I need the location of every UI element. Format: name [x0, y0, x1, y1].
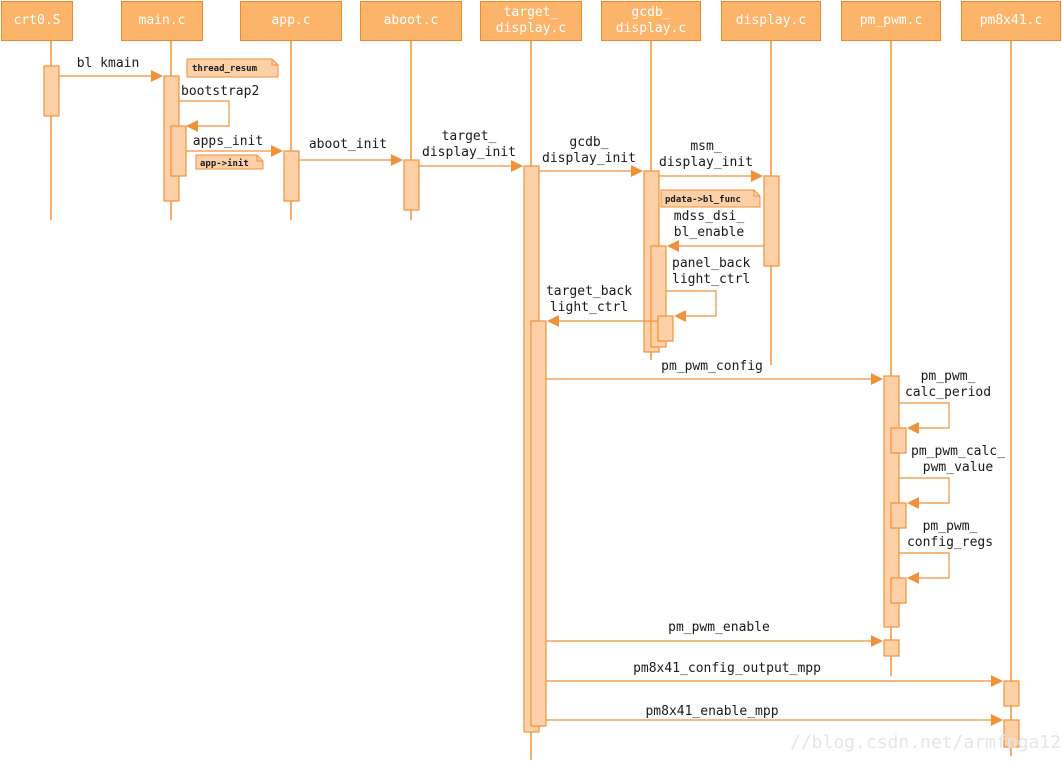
activation-aboot [403, 159, 420, 211]
activation-crt0 [43, 65, 60, 117]
label-pm-pwm-config-regs: pm_pwm_config_regs [907, 519, 993, 550]
activation-pm8x41-enable [1003, 719, 1020, 748]
arrow-pm-pwm-config-regs [899, 552, 950, 584]
lifeline-pm8x41-header: pm8x41.c [961, 1, 1061, 41]
note-thread-resume: thread_resum [186, 58, 279, 78]
arrow-pm-pwm-calc-pwm-value [899, 477, 950, 509]
activation-pm-pwm-calc-period [890, 427, 907, 454]
note-pdata-bl-func: pdata->bl_func [660, 189, 761, 208]
activation-pm-pwm-calc-value [890, 502, 907, 529]
note-app-init-text: app->init [200, 158, 249, 169]
label-pm8x41-enable-mpp: pm8x41_enable_mpp [645, 704, 778, 719]
lifeline-crt0-header: crt0.S [1, 1, 73, 41]
note-pdata-bl-func-text: pdata->bl_func [665, 195, 741, 205]
label-bl-kmain: bl kmain [77, 56, 140, 71]
activation-app [283, 150, 300, 202]
lifeline-display-header: display.c [721, 1, 821, 41]
arrow-panel-backlight-ctrl [666, 290, 717, 322]
lifeline-target-display-header: target_ display.c [480, 1, 582, 41]
lifeline-pm-pwm-header: pm_pwm.c [841, 1, 941, 41]
lifeline-aboot-header: aboot.c [360, 1, 462, 41]
notes: thread_resum app->init pdata->bl_func [186, 58, 761, 208]
activation-target-display-nested [530, 320, 547, 727]
lifeline-gcdb-display-header: gcdb_ display.c [601, 1, 701, 41]
label-pm8x41-config-output-mpp: pm8x41_config_output_mpp [633, 661, 821, 676]
activation-pm-pwm-enable [883, 639, 900, 657]
message-arrows [59, 70, 1003, 726]
arrow-pm-pwm-calc-period [899, 402, 950, 434]
note-thread-resume-text: thread_resum [192, 64, 258, 74]
watermark: //blog.csdn.net/armfpga123 [790, 732, 1062, 753]
label-pm-pwm-enable: pm_pwm_enable [668, 620, 770, 635]
label-target-display-init: target_display_init [422, 129, 516, 160]
label-pm-pwm-calc-period: pm_pwm_calc_period [905, 369, 991, 400]
label-pm-pwm-calc-pwm-value: pm_pwm_calc_pwm_value [911, 444, 1005, 475]
activation-display [763, 175, 780, 267]
label-pm-pwm-config: pm_pwm_config [661, 359, 763, 374]
message-labels: bl kmain bootstrap2 apps_init aboot_init… [77, 56, 1005, 719]
label-msm-display-init: msm_display_init [659, 139, 753, 170]
lifeline-app-header: app.c [240, 1, 342, 41]
label-gcdb-display-init: gcdb_display_init [542, 135, 636, 166]
activation-bars [43, 65, 1020, 748]
activation-gcdb-display-nested-2 [657, 315, 674, 342]
lifeline-main-header: main.c [121, 1, 203, 41]
label-apps-init: apps_init [193, 134, 263, 149]
arrow-bootstrap2 [179, 100, 230, 132]
label-aboot-init: aboot_init [309, 137, 387, 152]
activation-pm-pwm-config-regs [890, 577, 907, 604]
label-bootstrap2: bootstrap2 [181, 84, 259, 99]
activation-main-nested [170, 125, 187, 177]
label-mdss-dsi-bl-enable: mdss_dsi_bl_enable [674, 209, 745, 240]
activation-pm8x41-config [1003, 680, 1020, 707]
note-app-init: app->init [195, 154, 264, 170]
